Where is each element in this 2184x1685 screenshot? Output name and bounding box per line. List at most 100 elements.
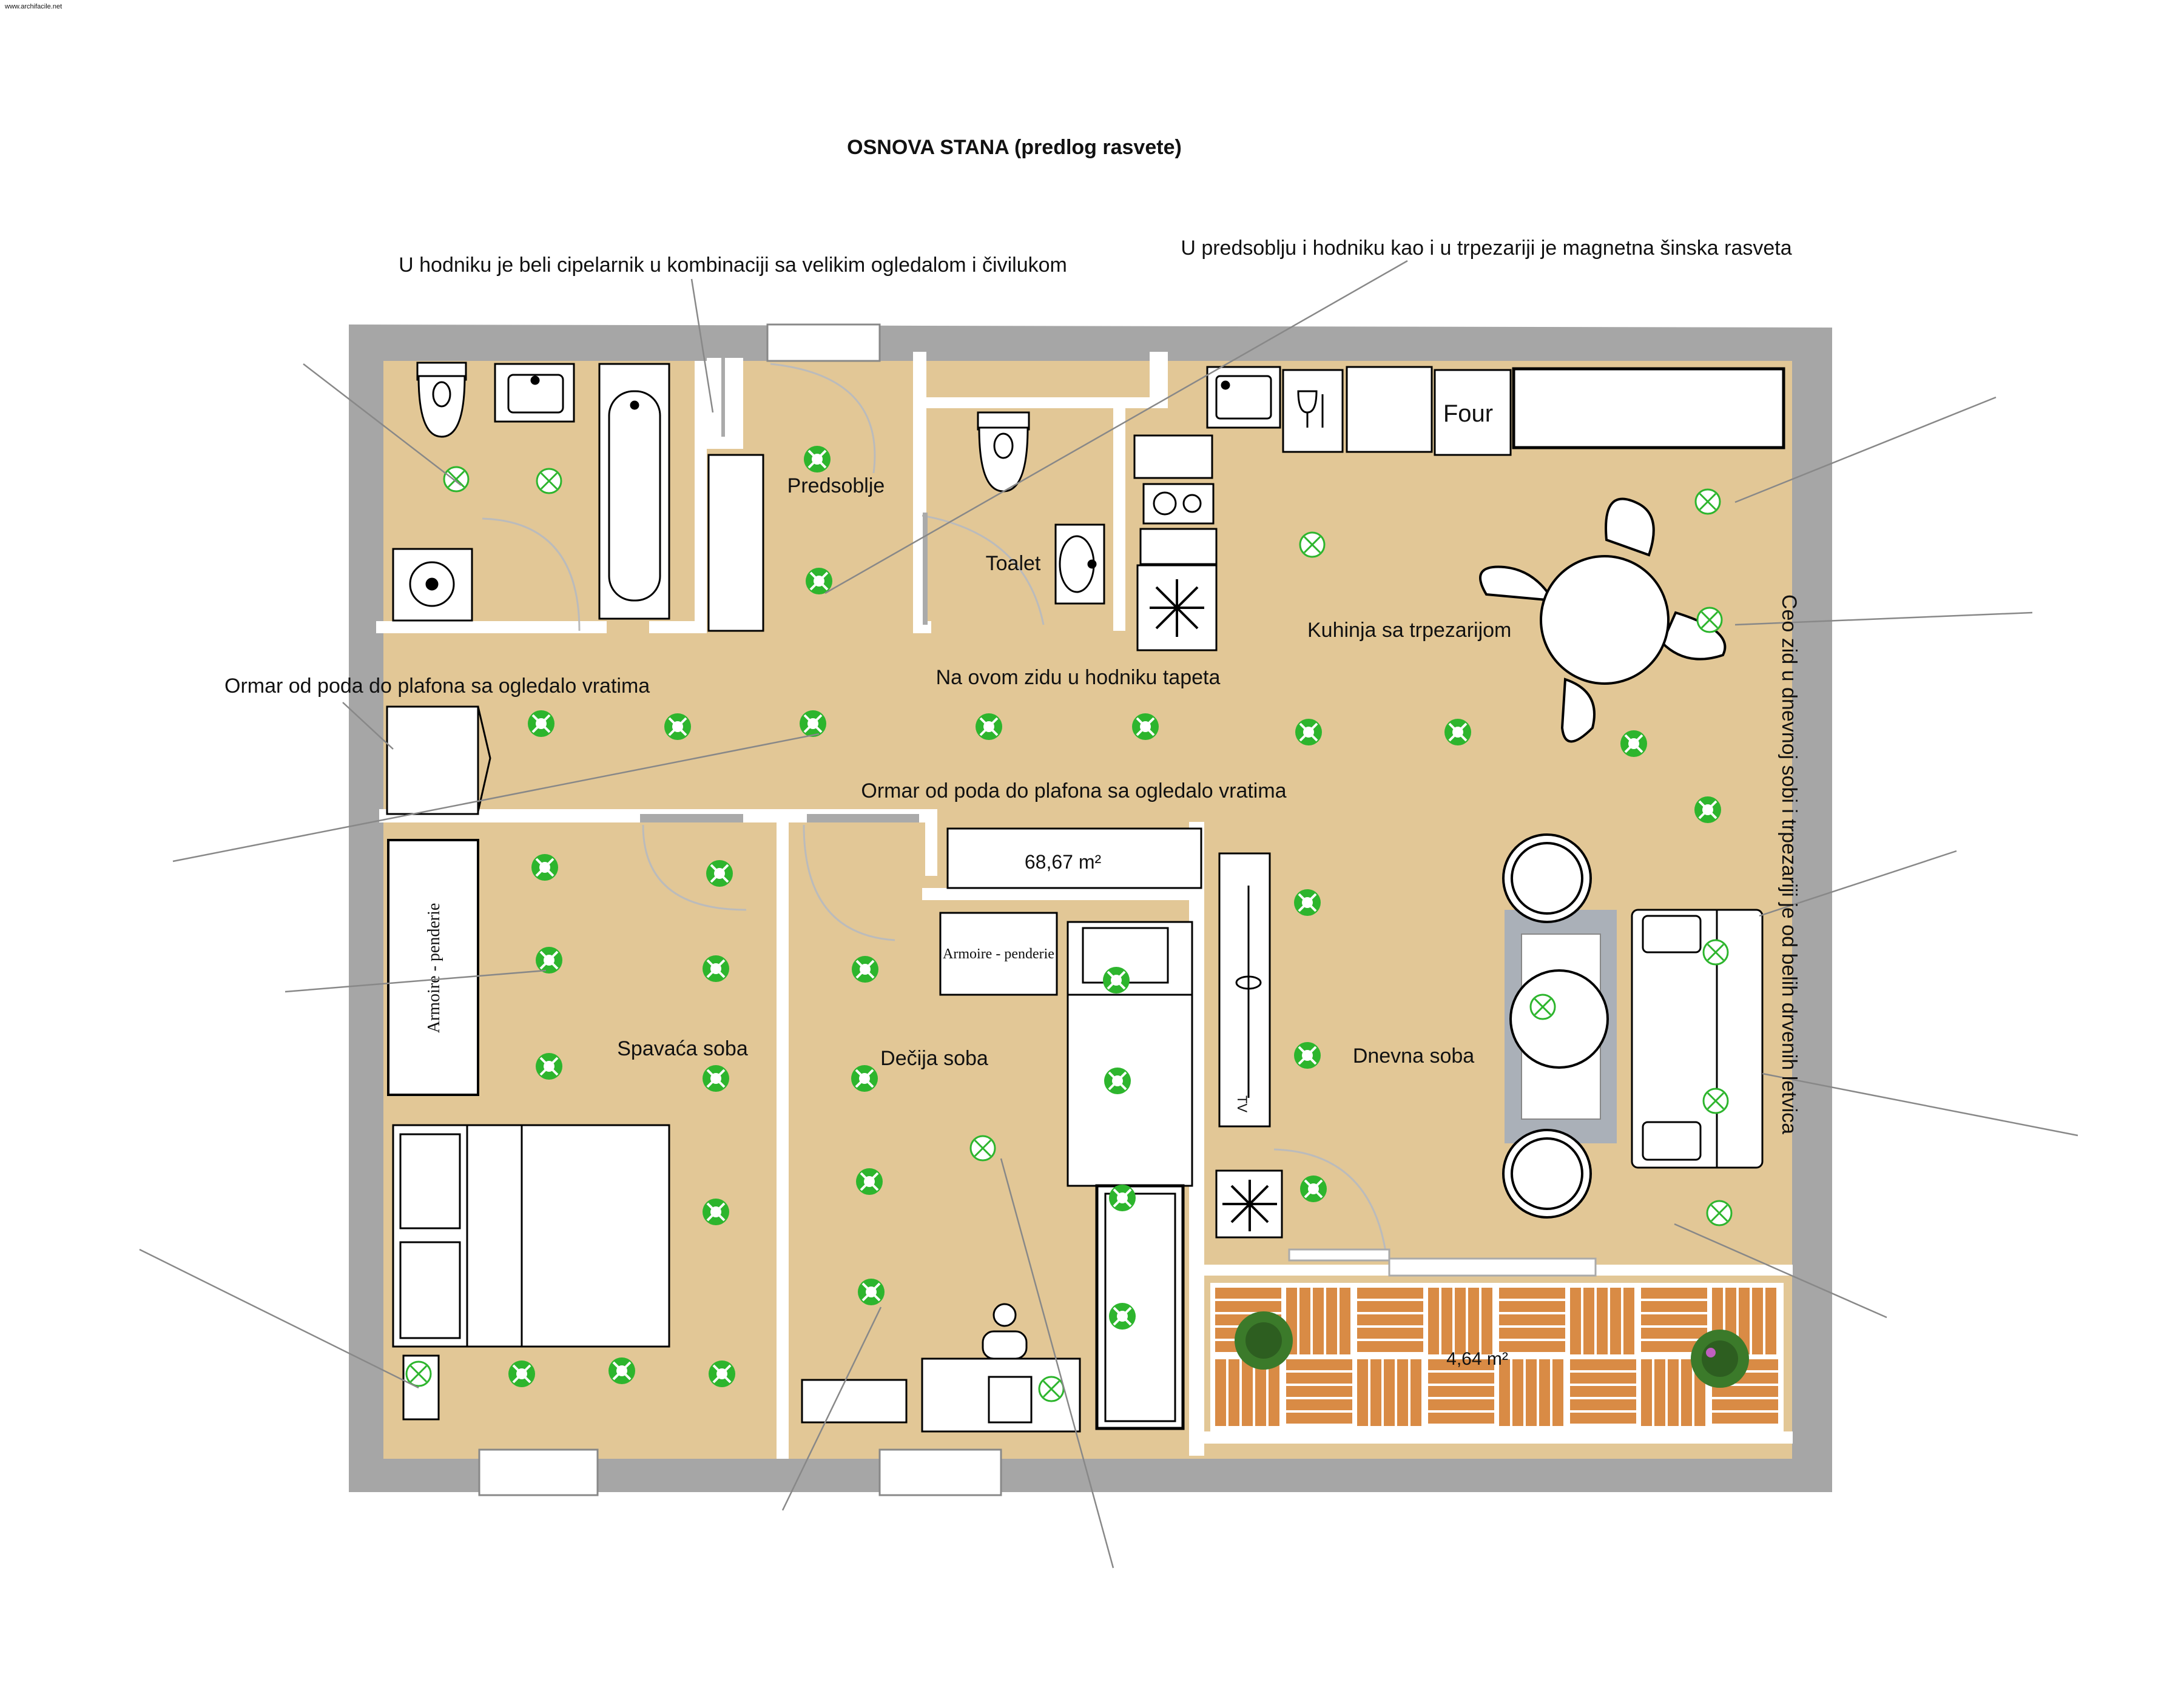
ceiling-light-icon: [1529, 994, 1556, 1020]
armchair-top: [1502, 833, 1592, 923]
tv-label: TV: [1235, 1095, 1250, 1112]
sofa: [1631, 909, 1764, 1169]
room-toalet: Toalet: [986, 552, 1041, 575]
ceiling-light-icon: [1706, 1200, 1733, 1226]
spot-light-icon: [1104, 1068, 1131, 1094]
spot-light-icon: [1294, 889, 1321, 916]
ceiling-light-icon: [536, 468, 562, 494]
spot-light-icon: [852, 956, 878, 983]
bathtub: [598, 363, 670, 620]
terrace-area: 4,64 m²: [1446, 1349, 1508, 1369]
room-spavaca: Spavaća soba: [617, 1037, 748, 1060]
ceiling-light-icon: [969, 1135, 996, 1162]
spot-light-icon: [806, 568, 832, 594]
apartment-area: 68,67 m²: [1025, 851, 1102, 873]
spot-light-icon: [608, 1357, 635, 1384]
spot-light-icon: [851, 1065, 878, 1092]
counter-segment: [1133, 434, 1213, 479]
note-wardrobe-center: Ormar od poda do plafona sa ogledalo vra…: [861, 779, 1286, 802]
ceiling-light-icon: [443, 466, 470, 493]
apartment-area-box: 68,67 m²: [946, 827, 1202, 889]
room-dnevna: Dnevna soba: [1353, 1044, 1474, 1068]
ceiling-light-icon: [1696, 607, 1723, 633]
spot-light-icon: [976, 713, 1002, 740]
toilet-bathroom: [416, 362, 467, 438]
spot-light-icon: [1294, 1042, 1321, 1069]
note-magnetic-track: U predsoblju i hodniku kao i u trpezarij…: [1181, 237, 1791, 260]
ceiling-light-icon: [1299, 531, 1326, 558]
deck-tile: [1357, 1359, 1421, 1426]
deck-tile: [1570, 1288, 1634, 1354]
spot-light-icon: [1103, 967, 1130, 994]
deck-tile: [1428, 1359, 1494, 1424]
spot-light-icon: [528, 710, 554, 737]
plant-terrace-right: [1691, 1330, 1749, 1388]
bookshelf: [801, 1379, 908, 1424]
ceiling-light-icon: [1702, 939, 1729, 966]
kids-window-bar: [807, 814, 919, 822]
spot-light-icon: [664, 713, 691, 740]
spot-light-icon: [536, 1053, 562, 1080]
deck-tile: [1286, 1359, 1352, 1424]
sink-bathroom: [494, 363, 575, 423]
plant-living: [1215, 1169, 1283, 1239]
note-wardrobe-left: Ormar od poda do plafona sa ogledalo vra…: [224, 674, 650, 698]
spot-light-icon: [536, 947, 562, 974]
deck-tile: [1641, 1359, 1705, 1426]
deck-tile: [1641, 1288, 1707, 1352]
ceiling-light-icon: [1702, 1088, 1729, 1114]
door-swings: [482, 363, 1387, 1256]
room-kuhinja: Kuhinja sa trpezarijom: [1307, 619, 1511, 642]
armchair-bottom: [1502, 1129, 1592, 1219]
note-wood-wall: Ceo zid u dnevnoj sobi i trpezariji je o…: [1778, 594, 1801, 1134]
double-bed: [392, 1124, 670, 1348]
kitchen-cabinet: [1512, 367, 1785, 449]
ceiling-lights: [405, 446, 1733, 1402]
hall-wardrobe: [386, 705, 491, 815]
kitchen-sink: [1206, 366, 1281, 429]
spot-light-icon: [1109, 1185, 1136, 1211]
dishwasher: [1282, 369, 1344, 453]
dining-table: [1479, 497, 1727, 743]
shoe-cabinet: [707, 454, 764, 632]
spot-light-icon: [1295, 719, 1322, 745]
terrace-door-1: [1288, 1248, 1390, 1262]
deck-tile: [1357, 1288, 1423, 1352]
bedroom-wardrobe: Armoire - penderie: [387, 839, 479, 1096]
terrace-deck: [1210, 1283, 1784, 1431]
spot-light-icon: [706, 860, 733, 887]
deck-tile: [1499, 1359, 1563, 1426]
tv-unit: [1218, 852, 1271, 1128]
kids-bed: [1095, 1184, 1185, 1430]
bedroom-window-bar: [640, 814, 743, 822]
sink-wc: [1054, 523, 1105, 605]
fridge: [1136, 564, 1218, 651]
deck-tile: [1428, 1288, 1492, 1354]
ceiling-light-icon: [1038, 1376, 1065, 1402]
deck-tile: [1712, 1359, 1778, 1424]
desk: [921, 1303, 1081, 1433]
spot-light-icon: [1300, 1175, 1327, 1202]
counter-segment-2: [1139, 528, 1218, 565]
watermark: www.archifacile.net: [4, 3, 62, 10]
counter-top: [1346, 366, 1433, 453]
room-decija: Dečija soba: [880, 1047, 988, 1070]
oven: Four: [1434, 369, 1512, 456]
spot-light-icon: [856, 1168, 883, 1195]
spot-light-icon: [804, 446, 831, 473]
spot-light-icon: [800, 710, 826, 737]
plant-terrace-left: [1235, 1311, 1293, 1370]
washing-machine: [392, 548, 473, 622]
deck-tile: [1570, 1359, 1636, 1424]
terrace-door-2: [1388, 1257, 1597, 1277]
kids-wardrobe-label: Armoire - penderie: [943, 946, 1054, 962]
bunk-bed-top: [1067, 921, 1193, 1187]
bedroom-wardrobe-label: Armoire - penderie: [425, 903, 443, 1034]
spot-light-icon: [531, 854, 558, 881]
ceiling-light-icon: [1694, 488, 1721, 515]
coffee-table: [1509, 969, 1609, 1069]
deck-tile: [1499, 1288, 1565, 1352]
ceiling-light-icon: [405, 1360, 432, 1387]
spot-light-icon: [858, 1279, 885, 1305]
